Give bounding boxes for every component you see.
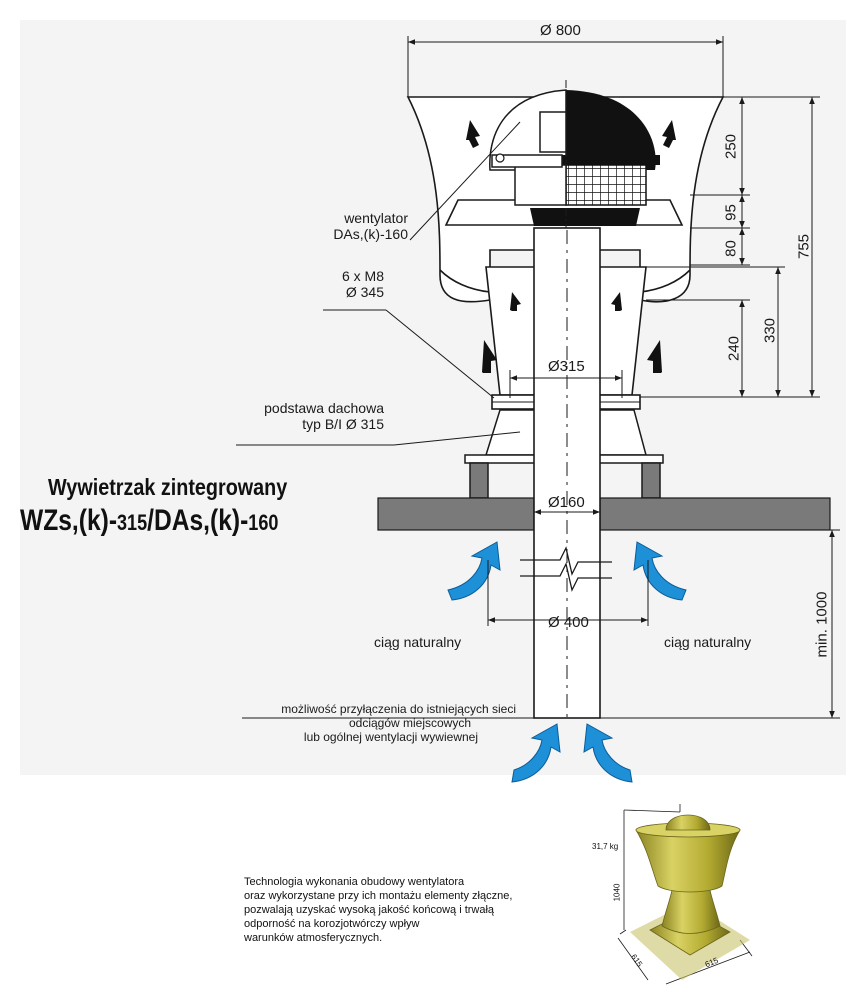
- label-roof-base: podstawa dachowa typ B/I Ø 315: [236, 400, 384, 432]
- label-bolts-line2: Ø 345: [345, 284, 384, 300]
- description-text: Technologia wykonania obudowy wentylator…: [244, 875, 512, 945]
- description-line-4: odporność na korozjotwórczy wpływ: [244, 918, 420, 930]
- title-part-3: /DAs,(k)-: [147, 504, 249, 537]
- product-render: [617, 804, 753, 985]
- render-height: 1040: [612, 883, 622, 902]
- label-roof-base-line1: podstawa dachowa: [264, 400, 384, 416]
- label-roof-base-line2: typ B/I Ø 315: [302, 416, 384, 432]
- dim-240: 240: [725, 335, 743, 362]
- description-line-1: Technologia wykonania obudowy wentylator…: [244, 876, 465, 888]
- label-bolts: 6 x M8 Ø 345: [300, 268, 384, 300]
- dim-330: 330: [761, 317, 779, 344]
- title-part-4: 160: [248, 510, 279, 535]
- description-line-5: warunków atmosferycznych.: [244, 932, 383, 944]
- central-duct: [520, 227, 612, 720]
- label-connection: możliwość przyłączenia do istniejących s…: [244, 702, 516, 744]
- render-dome: [665, 814, 711, 831]
- render-pedestal: [661, 889, 721, 934]
- dim-95: 95: [722, 204, 740, 221]
- fan-assembly: [489, 80, 660, 230]
- render-weight: 31,7 kg: [592, 842, 619, 851]
- label-connection-line2: odciągów miejscowych: [348, 716, 472, 730]
- dim-400: Ø 400: [548, 614, 589, 631]
- label-bolts-line1: 6 x M8: [341, 268, 384, 284]
- dim-min-1000: min. 1000: [813, 591, 831, 658]
- title-part-1: WZs,(k)-: [20, 504, 118, 537]
- label-fan: wentylator DAs,(k)-160: [300, 210, 408, 242]
- dim-top-width: Ø 800: [540, 22, 581, 39]
- dimension-lines: [236, 36, 840, 719]
- airflow-arrows-black: [466, 120, 676, 373]
- render-hood: [635, 829, 741, 893]
- airflow-arrows-blue: [447, 541, 687, 783]
- label-natural-left: ciąg naturalny: [374, 634, 462, 650]
- dim-755: 755: [795, 233, 813, 260]
- roof-slab: [377, 497, 831, 531]
- dim-160: Ø160: [548, 494, 585, 511]
- label-natural-right: ciąg naturalny: [664, 634, 752, 650]
- title-line2: WZs,(k)-315/DAs,(k)-160: [20, 504, 278, 538]
- label-fan-line1: wentylator: [344, 210, 408, 226]
- label-connection-line1: możliwość przyłączenia do istniejących s…: [281, 702, 516, 716]
- title-part-2: 315: [117, 510, 148, 535]
- dim-315: Ø315: [548, 358, 585, 375]
- dim-250: 250: [722, 133, 740, 160]
- description-line-2: oraz wykorzystane przy ich montażu eleme…: [244, 890, 513, 902]
- description-line-3: pozwalają uzyskać wysoką jakość końcową …: [244, 904, 495, 916]
- title-line1: Wywietrzak zintegrowany: [48, 474, 288, 500]
- dim-80: 80: [722, 240, 740, 257]
- label-fan-line2: DAs,(k)-160: [333, 226, 408, 242]
- label-connection-line3: lub ogólnej wentylacji wywiewnej: [303, 730, 478, 744]
